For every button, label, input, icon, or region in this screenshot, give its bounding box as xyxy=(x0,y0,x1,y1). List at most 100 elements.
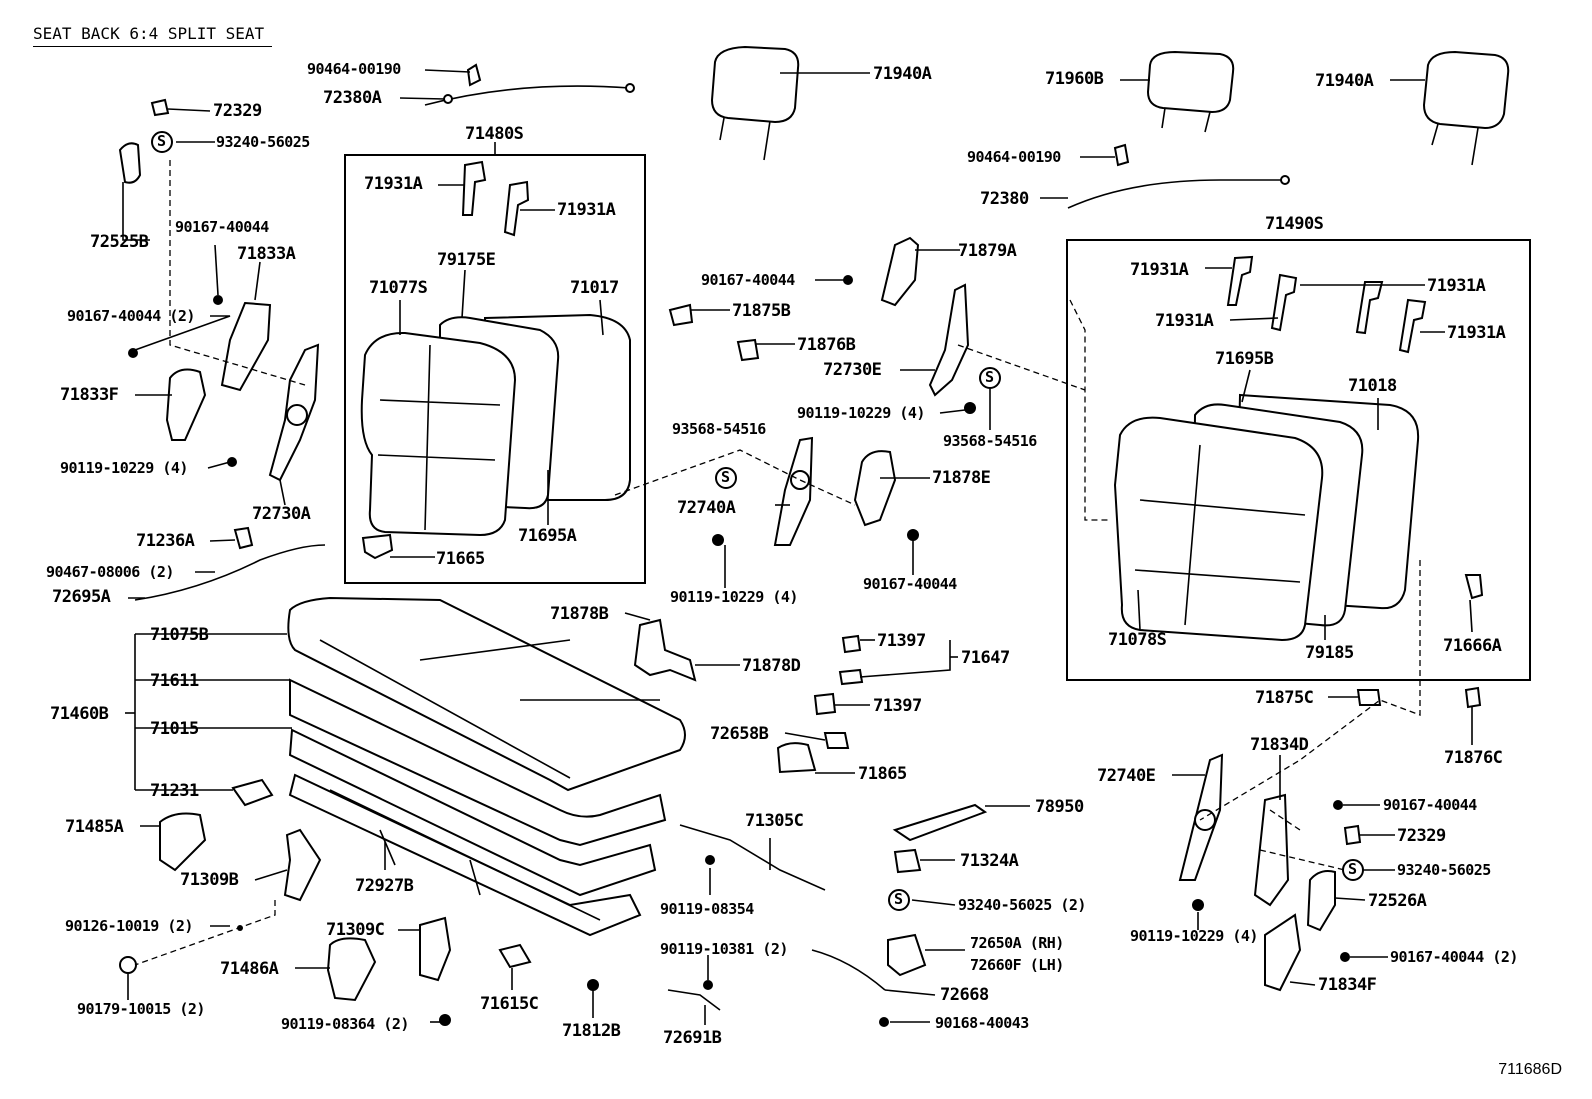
part-71695b[interactable]: 71695B xyxy=(1215,349,1274,369)
part-90167-40044-center[interactable]: 90167-40044 xyxy=(701,271,795,289)
part-72380[interactable]: 72380 xyxy=(980,189,1029,209)
part-71834d[interactable]: 71834D xyxy=(1250,735,1309,755)
part-79185[interactable]: 79185 xyxy=(1305,643,1354,663)
part-90464-00190-left[interactable]: 90464-00190 xyxy=(307,60,401,78)
part-90167-40044-lower[interactable]: 90167-40044 xyxy=(863,575,957,593)
part-93240-56025-right[interactable]: 93240-56025 xyxy=(1397,861,1491,879)
part-71611[interactable]: 71611 xyxy=(150,671,199,691)
part-90119-08354[interactable]: 90119-08354 xyxy=(660,900,754,918)
part-93240-56025-2[interactable]: 93240-56025 (2) xyxy=(958,896,1086,914)
part-71878d[interactable]: 71878D xyxy=(742,656,801,676)
part-90464-00190-right[interactable]: 90464-00190 xyxy=(967,148,1061,166)
part-90119-10229-lower[interactable]: 90119-10229 (4) xyxy=(670,588,798,606)
part-71665[interactable]: 71665 xyxy=(436,549,485,569)
part-72658b[interactable]: 72658B xyxy=(710,724,769,744)
part-71878e[interactable]: 71878E xyxy=(932,468,991,488)
part-72660f-lh[interactable]: 72660F (LH) xyxy=(970,956,1064,974)
part-71812b[interactable]: 71812B xyxy=(562,1021,621,1041)
part-90167-40044-2-left[interactable]: 90167-40044 (2) xyxy=(67,307,195,325)
guide-71931a-5 xyxy=(1355,281,1384,335)
part-72695a[interactable]: 72695A xyxy=(52,587,111,607)
part-71486a[interactable]: 71486A xyxy=(220,959,279,979)
part-71018[interactable]: 71018 xyxy=(1348,376,1397,396)
part-71960b[interactable]: 71960B xyxy=(1045,69,1104,89)
part-71015[interactable]: 71015 xyxy=(150,719,199,739)
part-71931a-3[interactable]: 71931A xyxy=(1130,260,1189,280)
part-71695a[interactable]: 71695A xyxy=(518,526,577,546)
cover-72526a xyxy=(1306,870,1336,932)
part-71324a[interactable]: 71324A xyxy=(960,851,1019,871)
part-71078s[interactable]: 71078S xyxy=(1108,630,1167,650)
part-72740e[interactable]: 72740E xyxy=(1097,766,1156,786)
part-71309b[interactable]: 71309B xyxy=(180,870,239,890)
part-72650a-rh[interactable]: 72650A (RH) xyxy=(970,934,1064,952)
part-71931a-1[interactable]: 71931A xyxy=(364,174,423,194)
part-71875b[interactable]: 71875B xyxy=(732,301,791,321)
part-93240-56025-left[interactable]: 93240-56025 xyxy=(216,133,310,151)
part-72526a[interactable]: 72526A xyxy=(1368,891,1427,911)
part-71879a[interactable]: 71879A xyxy=(958,241,1017,261)
part-71931a-4[interactable]: 71931A xyxy=(1427,276,1486,296)
part-71615c[interactable]: 71615C xyxy=(480,994,539,1014)
part-71309c[interactable]: 71309C xyxy=(326,920,385,940)
clip-71397-1 xyxy=(841,634,862,654)
part-71397-1[interactable]: 71397 xyxy=(877,631,926,651)
part-71931a-5[interactable]: 71931A xyxy=(1155,311,1214,331)
part-90119-10229-left[interactable]: 90119-10229 (4) xyxy=(60,459,188,477)
part-71231[interactable]: 71231 xyxy=(150,781,199,801)
part-71833f[interactable]: 71833F xyxy=(60,385,119,405)
part-90167-40044-left[interactable]: 90167-40044 xyxy=(175,218,269,236)
part-90167-40044-2-right[interactable]: 90167-40044 (2) xyxy=(1390,948,1518,966)
part-71666a[interactable]: 71666A xyxy=(1443,636,1502,656)
part-71077s[interactable]: 71077S xyxy=(369,278,428,298)
part-90179-10015[interactable]: 90179-10015 (2) xyxy=(77,1000,205,1018)
part-71833a[interactable]: 71833A xyxy=(237,244,296,264)
part-72730e[interactable]: 72730E xyxy=(823,360,882,380)
part-71876c[interactable]: 71876C xyxy=(1444,748,1503,768)
seatback-cover-71077s xyxy=(360,331,517,537)
part-71940a-right[interactable]: 71940A xyxy=(1315,71,1374,91)
part-71305c[interactable]: 71305C xyxy=(745,811,804,831)
part-72691b[interactable]: 72691B xyxy=(663,1028,722,1048)
part-71931a-6[interactable]: 71931A xyxy=(1447,323,1506,343)
part-78950[interactable]: 78950 xyxy=(1035,797,1084,817)
part-90119-10229-right[interactable]: 90119-10229 (4) xyxy=(1130,927,1258,945)
part-71236a[interactable]: 71236A xyxy=(136,531,195,551)
part-90467-08006[interactable]: 90467-08006 (2) xyxy=(46,563,174,581)
part-90119-10229-center[interactable]: 90119-10229 (4) xyxy=(797,404,925,422)
part-90167-40044-right[interactable]: 90167-40044 xyxy=(1383,796,1477,814)
part-71490s[interactable]: 71490S xyxy=(1265,214,1324,234)
part-72927b[interactable]: 72927B xyxy=(355,876,414,896)
part-71480s[interactable]: 71480S xyxy=(465,124,524,144)
part-71865[interactable]: 71865 xyxy=(858,764,907,784)
part-71460b[interactable]: 71460B xyxy=(50,704,109,724)
diagram-title: SEAT BACK 6:4 SPLIT SEAT xyxy=(33,24,273,47)
part-93568-54516-right[interactable]: 93568-54516 xyxy=(943,432,1037,450)
part-72380a[interactable]: 72380A xyxy=(323,88,382,108)
part-72525b[interactable]: 72525B xyxy=(90,232,149,252)
part-90168-40043[interactable]: 90168-40043 xyxy=(935,1014,1029,1032)
part-72668[interactable]: 72668 xyxy=(940,985,989,1005)
part-71940a-left[interactable]: 71940A xyxy=(873,64,932,84)
cover-71865 xyxy=(776,742,817,774)
cover-71879a xyxy=(880,236,920,307)
part-71397-2[interactable]: 71397 xyxy=(873,696,922,716)
part-71878b[interactable]: 71878B xyxy=(550,604,609,624)
part-90126-10019[interactable]: 90126-10019 (2) xyxy=(65,917,193,935)
part-90119-10381[interactable]: 90119-10381 (2) xyxy=(660,940,788,958)
part-71075b[interactable]: 71075B xyxy=(150,625,209,645)
part-72730a[interactable]: 72730A xyxy=(252,504,311,524)
part-72329-left[interactable]: 72329 xyxy=(213,101,262,121)
part-93568-54516-left[interactable]: 93568-54516 xyxy=(672,420,766,438)
part-71647[interactable]: 71647 xyxy=(961,648,1010,668)
part-71876b[interactable]: 71876B xyxy=(797,335,856,355)
part-79175e[interactable]: 79175E xyxy=(437,250,496,270)
part-71931a-2[interactable]: 71931A xyxy=(557,200,616,220)
part-72740a[interactable]: 72740A xyxy=(677,498,736,518)
part-71485a[interactable]: 71485A xyxy=(65,817,124,837)
part-71834f[interactable]: 71834F xyxy=(1318,975,1377,995)
part-71875c[interactable]: 71875C xyxy=(1255,688,1314,708)
part-72329-right[interactable]: 72329 xyxy=(1397,826,1446,846)
part-90119-08364[interactable]: 90119-08364 (2) xyxy=(281,1015,409,1033)
part-71017[interactable]: 71017 xyxy=(570,278,619,298)
